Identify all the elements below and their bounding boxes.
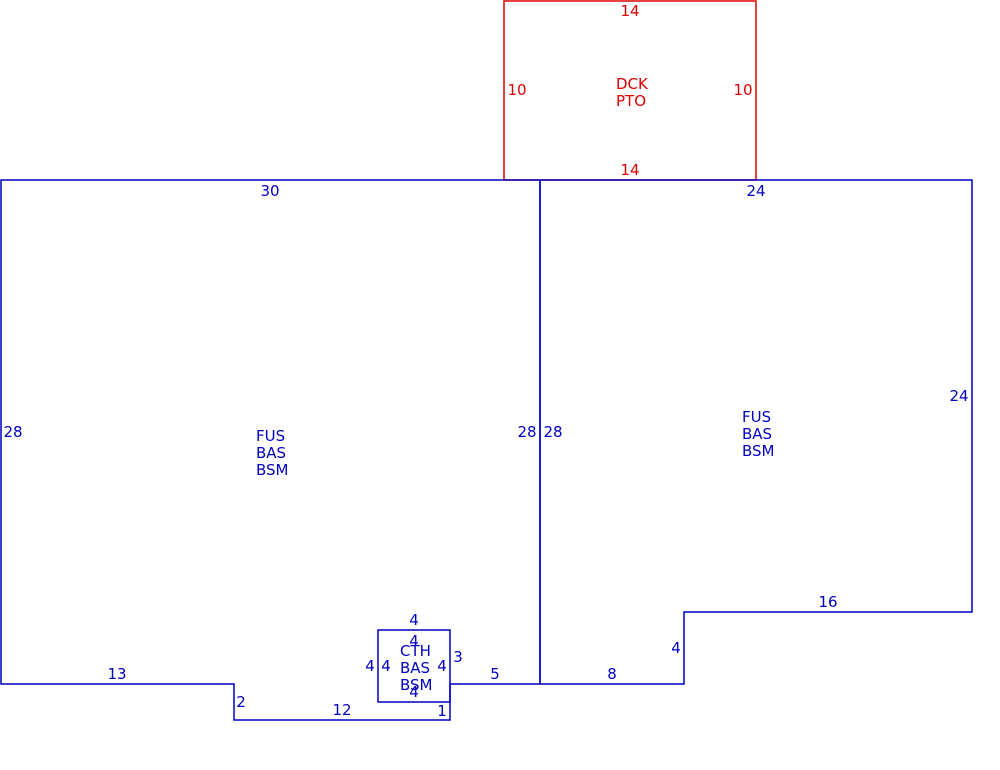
area-label-line: BAS xyxy=(400,659,430,677)
area-label-line: BAS xyxy=(742,425,772,443)
left-area-label: FUS BAS BSM xyxy=(256,427,291,479)
dimension-small-gap-side: 3 xyxy=(453,648,463,666)
small-area-label: CTH BAS BSM xyxy=(400,642,436,694)
dimension-left-bottom: 13 xyxy=(107,665,126,683)
dimension-left-side: 28 xyxy=(3,423,22,441)
dimension-small-right-inner: 4 xyxy=(437,657,447,675)
dimension-right-bottom: 8 xyxy=(607,665,617,683)
dimension-small-left-inner: 4 xyxy=(381,657,391,675)
dimension-right-side: 24 xyxy=(949,387,968,405)
dimension-small-gap-bottom: 5 xyxy=(490,665,500,683)
dimension-left-top: 30 xyxy=(260,182,279,200)
area-label-line: PTO xyxy=(616,92,646,110)
deck-area-label: DCK PTO xyxy=(616,75,653,110)
dimension-right-step-top: 16 xyxy=(818,593,837,611)
area-label-line: FUS xyxy=(742,408,771,426)
dimension-deck-right: 10 xyxy=(733,81,752,99)
dimension-notch-right: 1 xyxy=(437,702,447,720)
dimension-left-inner: 28 xyxy=(517,423,536,441)
dimension-notch-bottom: 12 xyxy=(332,701,351,719)
dimension-notch-side: 2 xyxy=(236,693,246,711)
dimension-small-top: 4 xyxy=(409,611,419,629)
small-area-outline xyxy=(377,629,451,703)
area-label-line: BSM xyxy=(742,442,775,460)
dimension-deck-left: 10 xyxy=(507,81,526,99)
dimension-deck-bottom: 14 xyxy=(620,161,639,179)
dimension-deck-top: 14 xyxy=(620,2,639,20)
area-label-line: BSM xyxy=(400,676,433,694)
right-area-outline xyxy=(539,179,973,685)
dimension-right-inner: 28 xyxy=(543,423,562,441)
dimension-right-top: 24 xyxy=(746,182,765,200)
right-area-label: FUS BAS BSM xyxy=(742,408,777,460)
area-label-line: BSM xyxy=(256,461,289,479)
dimension-small-left-outer: 4 xyxy=(365,657,375,675)
dimension-small-bottom-inner: 4 xyxy=(409,683,419,701)
area-label-line: BAS xyxy=(256,444,286,462)
area-label-line: CTH xyxy=(400,642,431,660)
dimension-small-top-inner: 4 xyxy=(409,632,419,650)
area-label-line: DCK xyxy=(616,75,649,93)
area-label-line: FUS xyxy=(256,427,285,445)
dimension-right-step-side: 4 xyxy=(671,639,681,657)
